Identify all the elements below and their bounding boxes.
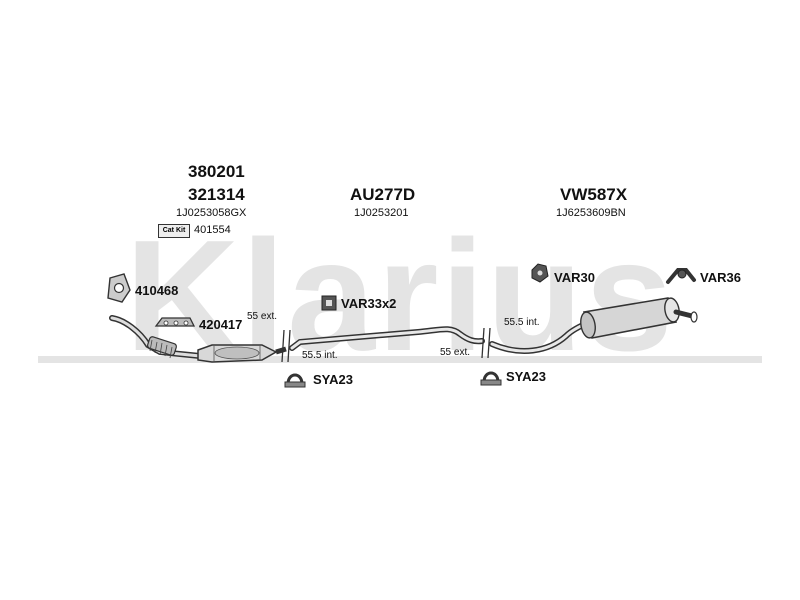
joint-rear-marker: [481, 327, 491, 359]
cat-outlet-pipe: [275, 346, 287, 355]
rubber-mount-rear-icon: [531, 263, 549, 283]
hanger-rear-code: VAR36: [700, 270, 741, 285]
oem-number-middle: 1J0253201: [354, 207, 409, 219]
bracket-code: 420417: [199, 317, 243, 332]
gasket-code: 410468: [135, 283, 179, 298]
mount-rear-code: VAR30: [554, 270, 595, 285]
gasket-icon: [107, 273, 131, 303]
clamp-rear-code: SYA23: [506, 369, 546, 384]
tailpipe: [673, 309, 698, 323]
joint-rear-int: 55.5 int.: [504, 317, 540, 328]
part-code-vw587x: VW587X: [560, 185, 628, 204]
centre-pipe-inner: [290, 327, 484, 350]
joint-front-ext: 55 ext.: [247, 311, 278, 322]
watermark-underline: [38, 356, 762, 363]
clamp-rear-icon: [480, 371, 502, 386]
rear-silencer: [580, 297, 680, 339]
mount-mid-code: VAR33x2: [341, 296, 397, 311]
joint-front-int: 55.5 int.: [302, 350, 338, 361]
bracket-icon: [154, 317, 196, 327]
joint-front-marker: [281, 329, 291, 363]
part-code-380201: 380201: [188, 162, 245, 181]
flex-section-lines: [149, 339, 173, 359]
clamp-front-code: SYA23: [313, 372, 353, 387]
part-code-321314: 321314: [188, 185, 245, 204]
joint-rear-ext: 55 ext.: [440, 347, 471, 358]
catalytic-converter: [197, 344, 278, 363]
cat-kit-code: 401554: [194, 224, 231, 236]
oem-number-front: 1J0253058GX: [176, 207, 247, 219]
hanger-icon: [666, 268, 696, 284]
rubber-mount-icon: [321, 295, 337, 311]
oem-number-rear: 1J6253609BN: [556, 207, 626, 219]
part-code-au277d: AU277D: [350, 185, 416, 204]
clamp-front-icon: [284, 373, 306, 388]
cat-kit-badge: Cat Kit: [158, 224, 190, 238]
